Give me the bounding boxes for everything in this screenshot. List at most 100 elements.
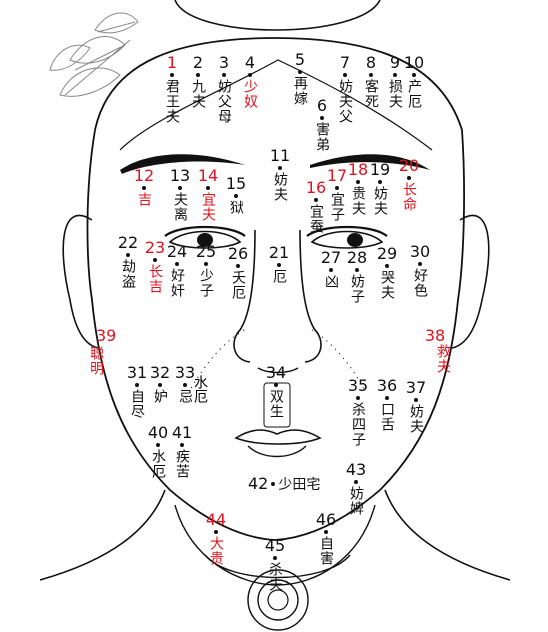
- mark-meaning: 少子: [198, 268, 214, 298]
- mark-meaning: 妨子: [349, 274, 365, 304]
- mark-number: 22: [117, 233, 139, 252]
- mark-meaning: 君王夫: [164, 79, 180, 124]
- mark-meaning: 宜蚕: [308, 204, 324, 234]
- mark-number: 9: [389, 53, 401, 72]
- mark-meaning: 妨夫: [408, 404, 424, 434]
- mark-meaning: 少奴: [242, 79, 258, 109]
- mark-meaning: 好色: [412, 268, 428, 298]
- mark-number: 3: [218, 53, 230, 72]
- mole-dot-icon: [273, 556, 277, 560]
- mark-meaning: 害弟: [314, 122, 330, 152]
- mole-dot-icon: [153, 258, 157, 262]
- mole-dot-icon: [414, 398, 418, 402]
- mark-meaning: 忌: [177, 389, 193, 404]
- mole-dot-icon: [142, 186, 146, 190]
- mark-number: 14: [197, 166, 219, 185]
- mark-meaning: 客死: [363, 79, 379, 109]
- mole-mark-37: 37 妨夫: [402, 378, 430, 435]
- mark-number: 8: [365, 53, 377, 72]
- mole-mark-42: 42 少田宅: [248, 474, 321, 493]
- mark-number: 36: [376, 376, 398, 395]
- mark-meaning: 狱: [228, 200, 244, 215]
- mole-dot-icon: [407, 176, 411, 180]
- mole-dot-icon: [385, 264, 389, 268]
- mole-dot-icon: [214, 530, 218, 534]
- mark-number: 38: [424, 326, 446, 345]
- mole-dot-icon: [354, 480, 358, 484]
- mole-dot-icon: [356, 396, 360, 400]
- mark-number: 15: [225, 174, 247, 193]
- mark-number: 2: [192, 53, 204, 72]
- mark-meaning: 好奸: [169, 268, 185, 298]
- mole-dot-icon: [170, 73, 174, 77]
- mark-number: 42: [248, 474, 269, 493]
- mark-meaning: 自害: [318, 536, 334, 566]
- mole-dot-icon: [335, 186, 339, 190]
- mark-number: 6: [316, 96, 328, 115]
- mark-meaning: 夫离: [172, 192, 188, 222]
- mole-dot-icon: [183, 383, 187, 387]
- mole-dot-icon: [418, 262, 422, 266]
- mole-dot-icon: [222, 73, 226, 77]
- mark-meaning: 贵夫: [350, 186, 366, 216]
- mole-dot-icon: [320, 116, 324, 120]
- mark-number: 30: [409, 242, 431, 261]
- mole-dot-icon: [314, 198, 318, 202]
- mark-meaning: 救夫: [435, 344, 451, 374]
- mark-meaning: 损夫: [387, 79, 403, 109]
- mark-meaning: 水厄: [150, 449, 166, 479]
- mark-number: 13: [169, 166, 191, 185]
- mark-number: 11: [269, 146, 291, 165]
- mark-number: 45: [264, 536, 286, 555]
- mole-dot-icon: [356, 180, 360, 184]
- mark-number: 41: [171, 423, 193, 442]
- mark-meaning: 长吉: [147, 264, 163, 294]
- mark-meaning: 大贵: [208, 536, 224, 566]
- mark-number: 34: [265, 363, 287, 382]
- right-ear: [451, 214, 490, 349]
- mark-number: 19: [369, 160, 391, 179]
- mole-dot-icon: [378, 180, 382, 184]
- mark-meaning: 夭厄: [230, 270, 246, 300]
- mark-meaning: 九夫: [190, 79, 206, 109]
- mole-dot-icon: [277, 263, 281, 267]
- mark-number: 35: [347, 376, 369, 395]
- mole-dot-icon: [355, 268, 359, 272]
- mole-dot-icon: [393, 73, 397, 77]
- mark-number: 18: [347, 160, 369, 179]
- mark-number: 29: [376, 244, 398, 263]
- mark-meaning: 劫盗: [120, 259, 136, 289]
- mark-number: 28: [346, 248, 368, 267]
- mark-number: 37: [405, 378, 427, 397]
- mark-meaning: 少田宅: [278, 477, 321, 493]
- mark-meaning: 自尽: [129, 389, 145, 419]
- mole-dot-icon: [175, 262, 179, 266]
- mark-number: 32: [149, 363, 171, 382]
- mark-meaning: 妨夫: [272, 172, 288, 202]
- mark-number: 20: [398, 156, 420, 175]
- mole-dot-icon: [126, 253, 130, 257]
- mole-dot-icon: [135, 383, 139, 387]
- mole-dot-icon: [206, 186, 210, 190]
- mole-dot-icon: [324, 530, 328, 534]
- mole-mark-9: 9 损夫: [381, 53, 409, 110]
- mark-number: 31: [126, 363, 148, 382]
- mole-dot-icon: [385, 396, 389, 400]
